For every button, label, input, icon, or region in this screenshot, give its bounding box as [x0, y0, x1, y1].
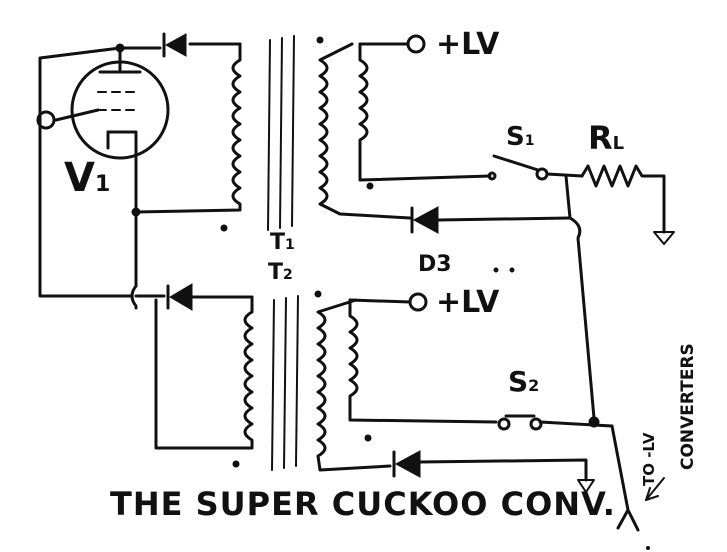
d3-label: D3 [418, 252, 452, 277]
ink-dot [509, 267, 515, 273]
t1-secondary-coils [316, 34, 497, 220]
s1-subscript: 1 [524, 133, 535, 149]
t1-primary-coil [131, 42, 242, 232]
t2-subscript: 2 [283, 267, 293, 283]
t2-primary-coil [154, 295, 254, 468]
diagram-title: THE SUPER CUCKOO CONV. [110, 485, 616, 523]
s2-label: S2 [508, 368, 539, 396]
t2-label: T2 [268, 262, 293, 284]
t2-secondary-coils [314, 290, 498, 472]
v1-subscript: 1 [94, 172, 111, 197]
t1-text: T [270, 230, 286, 255]
s1-text: S [506, 122, 525, 152]
top-wiring [38, 42, 242, 298]
vertical-bus [538, 174, 640, 532]
diode-d2 [166, 283, 254, 311]
switch-s1 [492, 154, 584, 181]
plus-lv-bottom-label: +LV [436, 285, 500, 320]
arrow-icon [645, 477, 665, 501]
s2-subscript: 2 [528, 376, 540, 395]
resistor-rl [580, 164, 675, 245]
ink-dot [646, 546, 650, 550]
crossover [130, 284, 138, 310]
rl-label: RL [588, 122, 624, 154]
v1-text: V [64, 155, 95, 201]
t2-text: T [268, 260, 284, 285]
converters-label: CONVERTERS [678, 343, 698, 470]
vacuum-tube-v1 [36, 46, 170, 214]
s2-text: S [508, 365, 529, 398]
plus-lv-top-label: +LV [436, 27, 500, 62]
ink-dot [493, 267, 499, 273]
t1-label: T1 [270, 232, 295, 254]
rl-subscript: L [612, 133, 625, 154]
to-lv-label: TO -LV [640, 432, 658, 486]
transformer-cores [267, 35, 299, 471]
rl-text: R [588, 119, 613, 157]
diode-d4 [392, 450, 595, 493]
t1-subscript: 1 [285, 237, 295, 253]
v1-label: V1 [64, 158, 110, 198]
diode-d1 [162, 32, 187, 58]
s1-label: S1 [506, 124, 534, 150]
diode-d3 [410, 206, 572, 234]
switch-s2 [497, 414, 543, 431]
